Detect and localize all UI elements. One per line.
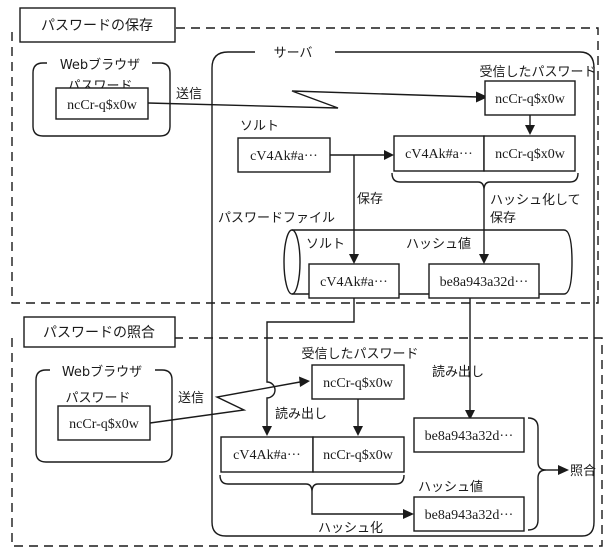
verification-compare-arrowhead — [558, 465, 569, 475]
storage-received-label: 受信したパスワード — [479, 65, 596, 80]
server-label: サーバ — [274, 46, 313, 61]
storage-browser-frame — [32, 62, 171, 137]
verification-section-frame — [11, 337, 603, 547]
storage-hash-save-arrowhead — [479, 254, 489, 264]
verification-compare-label: 照合 — [570, 464, 596, 479]
verification-combined-salt-cell — [220, 436, 314, 473]
verification-hash-label: ハッシュ値 — [418, 479, 483, 495]
verification-browser-password-label: パスワード — [65, 391, 130, 406]
verification-send-line — [149, 381, 301, 424]
verification-hashing-arrowhead — [403, 509, 414, 519]
verification-section-title-box — [23, 316, 176, 348]
verification-stored-hash-value: be8a943a32d··· — [425, 429, 514, 444]
password-file-hash-label: ハッシュ値 — [406, 236, 471, 252]
storage-salt-label: ソルト — [240, 119, 279, 134]
verification-combined-password-value: ncCr-q$x0w — [323, 448, 394, 463]
storage-combined-salt-cell — [393, 135, 485, 172]
verification-read-label-left: 読み出し — [275, 406, 327, 422]
verification-browser-password-box — [57, 405, 151, 441]
verification-compare-brace — [527, 417, 547, 531]
verification-hash-read-arrowhead — [465, 410, 475, 420]
storage-browser-label: Webブラウザ — [60, 57, 140, 73]
verification-salt-read-line — [266, 298, 355, 428]
storage-send-arrowhead — [476, 91, 488, 103]
verification-stored-hash-box — [413, 417, 525, 453]
verification-browser-label: Webブラウザ — [62, 364, 142, 380]
password-file-cylinder-end — [283, 229, 301, 295]
verification-browser-password-value: ncCr-q$x0w — [69, 417, 140, 432]
server-frame — [211, 51, 595, 537]
storage-browser-password-value: ncCr-q$x0w — [67, 98, 138, 113]
storage-received-down-arrowhead — [525, 125, 535, 135]
password-file-salt-label: ソルト — [306, 237, 345, 252]
verification-hashing-line — [311, 492, 404, 515]
verification-combined-salt-value: cV4Ak#a··· — [233, 448, 301, 463]
password-file-hash-box — [428, 263, 540, 299]
storage-hash-and-save-label-1: ハッシュ化して — [490, 193, 581, 208]
storage-section-title-box — [19, 7, 176, 43]
password-file-label: パスワードファイル — [218, 211, 335, 226]
storage-hash-and-save-label-2: 保存 — [490, 211, 516, 226]
storage-combined-salt-value: cV4Ak#a··· — [405, 147, 473, 162]
storage-salt-box — [237, 137, 331, 173]
verification-computed-hash-box — [413, 496, 525, 532]
storage-combined-brace — [391, 172, 579, 191]
storage-section-frame — [11, 27, 599, 304]
verification-salt-read-arrowhead — [262, 426, 272, 436]
password-file-cylinder — [292, 229, 573, 295]
storage-section-title: パスワードの保存 — [41, 18, 153, 34]
verification-received-down-arrowhead — [353, 426, 363, 436]
verification-combined-brace — [219, 474, 405, 493]
verification-combined-password-cell — [312, 436, 405, 473]
verification-received-password-value: ncCr-q$x0w — [323, 376, 394, 391]
password-file-salt-value: cV4Ak#a··· — [320, 275, 388, 290]
storage-received-password-value: ncCr-q$x0w — [495, 92, 566, 107]
verification-browser-frame — [35, 369, 173, 463]
storage-salt-save-arrowhead — [349, 254, 359, 264]
storage-salt-value: cV4Ak#a··· — [250, 149, 318, 164]
storage-combined-password-value: ncCr-q$x0w — [495, 147, 566, 162]
verification-section-title: パスワードの照合 — [43, 325, 155, 341]
storage-combined-password-cell — [483, 135, 576, 172]
verification-hashing-label: ハッシュ化 — [318, 521, 383, 536]
storage-send-line — [147, 90, 479, 109]
verification-computed-hash-value: be8a943a32d··· — [425, 508, 514, 523]
storage-send-label: 送信 — [176, 87, 202, 102]
verification-received-label: 受信したパスワード — [301, 347, 418, 362]
storage-save-label: 保存 — [357, 192, 383, 207]
storage-salt-to-combined-arrowhead — [384, 150, 394, 160]
verification-send-label: 送信 — [178, 391, 204, 406]
password-file-hash-value: be8a943a32d··· — [440, 275, 529, 290]
verification-send-arrowhead — [299, 376, 310, 387]
verification-received-password-box — [311, 364, 405, 400]
verification-read-label-right: 読み出し — [432, 364, 484, 380]
